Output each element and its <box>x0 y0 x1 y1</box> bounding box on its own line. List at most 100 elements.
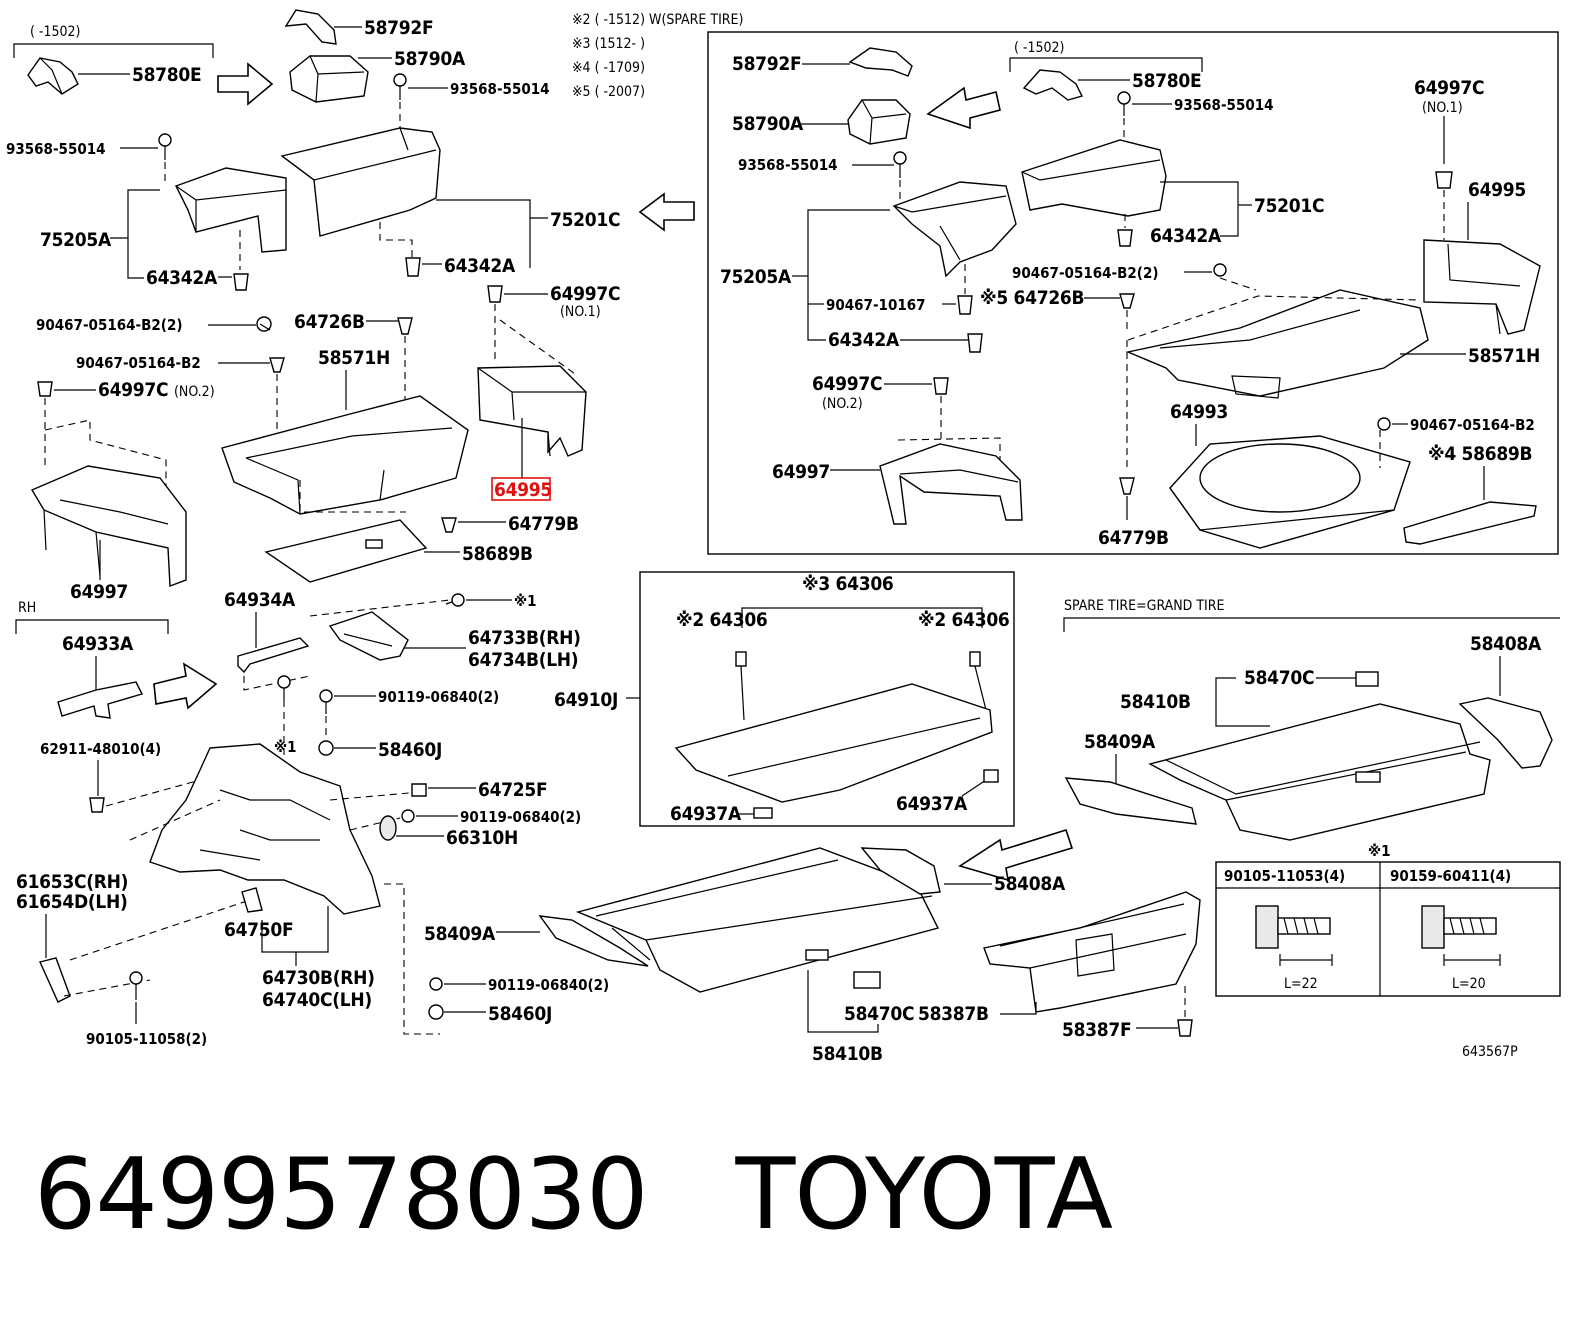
label-58387B[interactable]: 58387B <box>918 1003 989 1025</box>
label-64997C-right[interactable]: 64997C <box>1414 77 1485 99</box>
label-64997-right[interactable]: 64997 <box>772 461 830 483</box>
cover-64995-right[interactable] <box>1423 239 1541 335</box>
label-64726B[interactable]: 64726B <box>294 311 365 333</box>
clip-58780E-right[interactable] <box>1022 69 1084 101</box>
tire-tray-64993[interactable] <box>1169 435 1411 549</box>
label-75201C-right[interactable]: 75201C <box>1254 195 1325 217</box>
label-64995-right[interactable]: 64995 <box>1468 179 1526 201</box>
label-64997C-no2[interactable]: 64997C <box>98 379 169 401</box>
board-58409A-a[interactable] <box>1064 777 1197 825</box>
label-64306-top[interactable]: ※3 64306 <box>802 573 894 595</box>
label-75205A-right[interactable]: 75205A <box>720 266 792 288</box>
label-64997C-right-no2[interactable]: 64997C <box>812 373 883 395</box>
label-93568-right-b[interactable]: 93568-55014 <box>738 156 838 174</box>
clip-58470C-b[interactable] <box>853 971 881 989</box>
tray-64997-left[interactable] <box>30 465 187 587</box>
label-61654D[interactable]: 61654D(LH) <box>16 891 128 913</box>
label-64995-highlighted[interactable]: 64995 <box>494 479 552 501</box>
label-58460J-a[interactable]: 58460J <box>378 739 442 761</box>
label-93568-55014-a[interactable]: 93568-55014 <box>450 80 550 98</box>
label-64342A-right-a[interactable]: 64342A <box>1150 225 1222 247</box>
label-64933A[interactable]: 64933A <box>62 633 134 655</box>
label-90119-06840-a[interactable]: 90119-06840(2) <box>378 688 499 706</box>
label-58387F[interactable]: 58387F <box>1062 1019 1132 1041</box>
label-64342A-right-b[interactable]: 64342A <box>828 329 900 351</box>
label-58470C-b[interactable]: 58470C <box>844 1003 915 1025</box>
clip-64937A-right[interactable] <box>983 769 999 783</box>
trim-58387B[interactable] <box>983 891 1201 1013</box>
label-58780E-right[interactable]: 58780E <box>1132 70 1202 92</box>
label-58792F-right[interactable]: 58792F <box>732 53 802 75</box>
label-58792F[interactable]: 58792F <box>364 17 434 39</box>
label-64306-right[interactable]: ※2 64306 <box>918 609 1010 631</box>
label-64306-left[interactable]: ※2 64306 <box>676 609 768 631</box>
bracket-64733B[interactable] <box>328 611 409 661</box>
bracket-64933A[interactable] <box>57 681 144 719</box>
label-58689B-left[interactable]: 58689B <box>462 543 533 565</box>
board-58689B-right[interactable] <box>1403 501 1537 545</box>
bracket-75205A-right[interactable] <box>892 181 1017 278</box>
cover-64995[interactable] <box>477 365 587 457</box>
label-64734B[interactable]: 64734B(LH) <box>468 649 579 671</box>
label-58408A-a[interactable]: 58408A <box>1470 633 1542 655</box>
label-64997C-no1[interactable]: 64997C <box>550 283 621 305</box>
bracket-58790A[interactable] <box>289 55 369 103</box>
box-75201C-right[interactable] <box>1021 139 1167 217</box>
label-64750F[interactable]: 64750F <box>224 919 294 941</box>
label-93568-55014-b[interactable]: 93568-55014 <box>6 140 106 158</box>
label-58408A-b[interactable]: 58408A <box>994 873 1066 895</box>
label-64342A-b[interactable]: 64342A <box>444 255 516 277</box>
grommet-66310H[interactable] <box>379 815 397 841</box>
board-58410B-b[interactable] <box>575 847 940 993</box>
label-75205A[interactable]: 75205A <box>40 229 112 251</box>
label-64937A-left[interactable]: 64937A <box>670 803 742 825</box>
tonneau-cover-64910J[interactable] <box>674 683 993 803</box>
label-62911-48010[interactable]: 62911-48010(4) <box>40 740 161 758</box>
tray-58571H[interactable] <box>221 395 469 515</box>
quarter-panel-64730B[interactable] <box>149 743 381 915</box>
label-58571H[interactable]: 58571H <box>318 347 390 369</box>
clip-58792F-right[interactable] <box>848 47 913 77</box>
bolt-table-col1-part[interactable]: 90105-11053(4) <box>1224 867 1345 885</box>
label-58409A-b[interactable]: 58409A <box>424 923 496 945</box>
label-64730B[interactable]: 64730B(RH) <box>262 967 375 989</box>
board-58410B-a[interactable] <box>1148 703 1491 841</box>
label-58470C-a[interactable]: 58470C <box>1244 667 1315 689</box>
label-64937A-right[interactable]: 64937A <box>896 793 968 815</box>
label-64779B-left[interactable]: 64779B <box>508 513 579 535</box>
label-90467-right-2[interactable]: 90467-05164-B2(2) <box>1012 264 1159 282</box>
label-61653C[interactable]: 61653C(RH) <box>16 871 128 893</box>
clip-58792F[interactable] <box>284 9 337 45</box>
strap-64306-left[interactable] <box>735 651 747 721</box>
strap-64306-right[interactable] <box>969 651 987 711</box>
label-90467-right-b[interactable]: 90467-05164-B2 <box>1410 416 1535 434</box>
label-64993[interactable]: 64993 <box>1170 401 1228 423</box>
label-66310H[interactable]: 66310H <box>446 827 518 849</box>
label-90119-06840-b[interactable]: 90119-06840(2) <box>460 808 581 826</box>
bracket-58790A-right[interactable] <box>847 99 911 145</box>
label-64997-left[interactable]: 64997 <box>70 581 128 603</box>
label-93568-right-a[interactable]: 93568-55014 <box>1174 96 1274 114</box>
label-58790A[interactable]: 58790A <box>394 48 466 70</box>
label-75201C[interactable]: 75201C <box>550 209 621 231</box>
label-58409A-a[interactable]: 58409A <box>1084 731 1156 753</box>
label-64733B[interactable]: 64733B(RH) <box>468 627 581 649</box>
label-58571H-right[interactable]: 58571H <box>1468 345 1540 367</box>
board-58408A-b[interactable] <box>860 847 941 895</box>
label-58410B-b[interactable]: 58410B <box>812 1043 883 1065</box>
label-64740C[interactable]: 64740C(LH) <box>262 989 372 1011</box>
label-64725F[interactable]: 64725F <box>478 779 548 801</box>
bracket-61653C[interactable] <box>39 957 71 1003</box>
label-90119-06840-c[interactable]: 90119-06840(2) <box>488 976 609 994</box>
clip-64937A-left[interactable] <box>753 807 773 819</box>
bolt-table-col2-part[interactable]: 90159-60411(4) <box>1390 867 1511 885</box>
label-64934A[interactable]: 64934A <box>224 589 296 611</box>
label-90467-05164-B2-2[interactable]: 90467-05164-B2(2) <box>36 316 183 334</box>
label-58780E[interactable]: 58780E <box>132 64 202 86</box>
label-58689B-right[interactable]: ※4 58689B <box>1428 443 1533 465</box>
label-90105-11058[interactable]: 90105-11058(2) <box>86 1030 207 1048</box>
label-58790A-right[interactable]: 58790A <box>732 113 804 135</box>
board-58689B[interactable] <box>264 519 428 583</box>
label-58460J-b[interactable]: 58460J <box>488 1003 552 1025</box>
box-75201C[interactable] <box>280 127 441 237</box>
